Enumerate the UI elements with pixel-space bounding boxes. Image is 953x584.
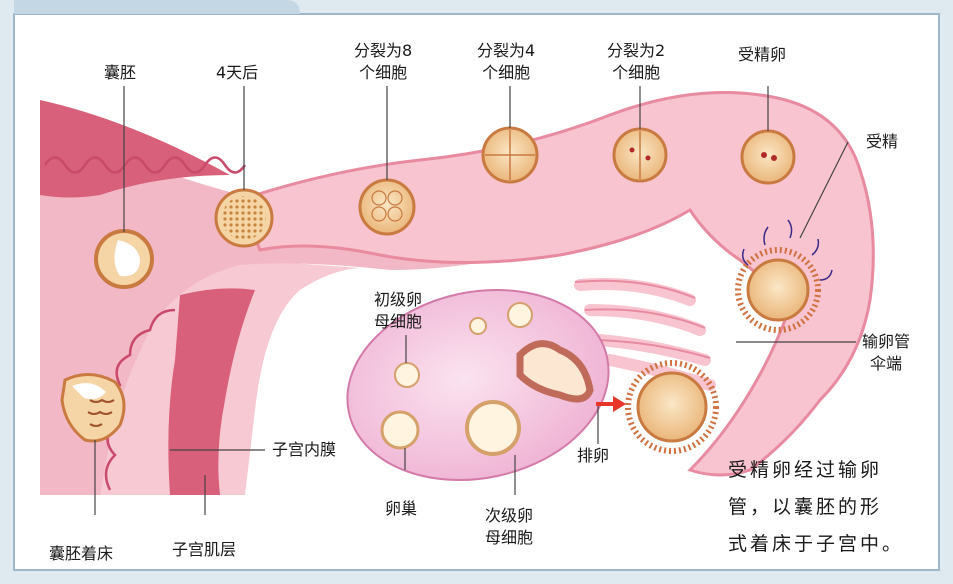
label-secondary-oocyte-line2: 母细胞 [485, 527, 533, 549]
morula-cell [216, 190, 272, 246]
label-split4-line1: 分裂为4 [477, 40, 535, 62]
label-split2: 分裂为2 个细胞 [607, 40, 665, 84]
caption-line-1: 受精卵经过输卵 [728, 452, 928, 489]
label-secondary-oocyte-line1: 次级卵 [485, 505, 533, 527]
blastocyst-cell [96, 231, 152, 287]
eight-cell [360, 180, 414, 234]
label-primary-oocyte-line1: 初级卵 [374, 289, 422, 311]
label-fimbriae: 输卵管 伞端 [862, 331, 910, 375]
label-split4-line2: 个细胞 [477, 62, 535, 84]
label-primary-oocyte-line2: 母细胞 [374, 311, 422, 333]
label-split2-line2: 个细胞 [607, 62, 665, 84]
frame-tab [14, 0, 300, 14]
caption-line-2: 管，以囊胚的形 [728, 489, 928, 526]
caption: 受精卵经过输卵 管，以囊胚的形 式着床于子宫中。 [728, 452, 928, 563]
zygote-cell [742, 131, 794, 183]
label-ovulation: 排卵 [577, 445, 609, 467]
four-cell [483, 128, 537, 182]
label-split8: 分裂为8 个细胞 [354, 40, 412, 84]
label-fimbriae-line1: 输卵管 [862, 331, 910, 353]
caption-line-3: 式着床于子宫中。 [728, 526, 928, 563]
label-split8-line2: 个细胞 [354, 62, 412, 84]
label-implantation: 囊胚着床 [49, 543, 113, 565]
label-ovary: 卵巢 [385, 498, 417, 520]
label-split8-line1: 分裂为8 [354, 40, 412, 62]
label-day4: 4天后 [216, 62, 258, 84]
label-fimbriae-line2: 伞端 [862, 353, 910, 375]
label-split4: 分裂为4 个细胞 [477, 40, 535, 84]
label-blastocyst: 囊胚 [104, 62, 136, 84]
label-myometrium: 子宫肌层 [172, 539, 236, 561]
label-primary-oocyte: 初级卵 母细胞 [374, 289, 422, 333]
two-cell [614, 129, 666, 181]
label-zygote: 受精卵 [738, 44, 786, 66]
label-split2-line1: 分裂为2 [607, 40, 665, 62]
label-secondary-oocyte: 次级卵 母细胞 [485, 505, 533, 549]
label-endometrium: 子宫内膜 [272, 439, 336, 461]
label-fertilization: 受精 [866, 131, 898, 153]
